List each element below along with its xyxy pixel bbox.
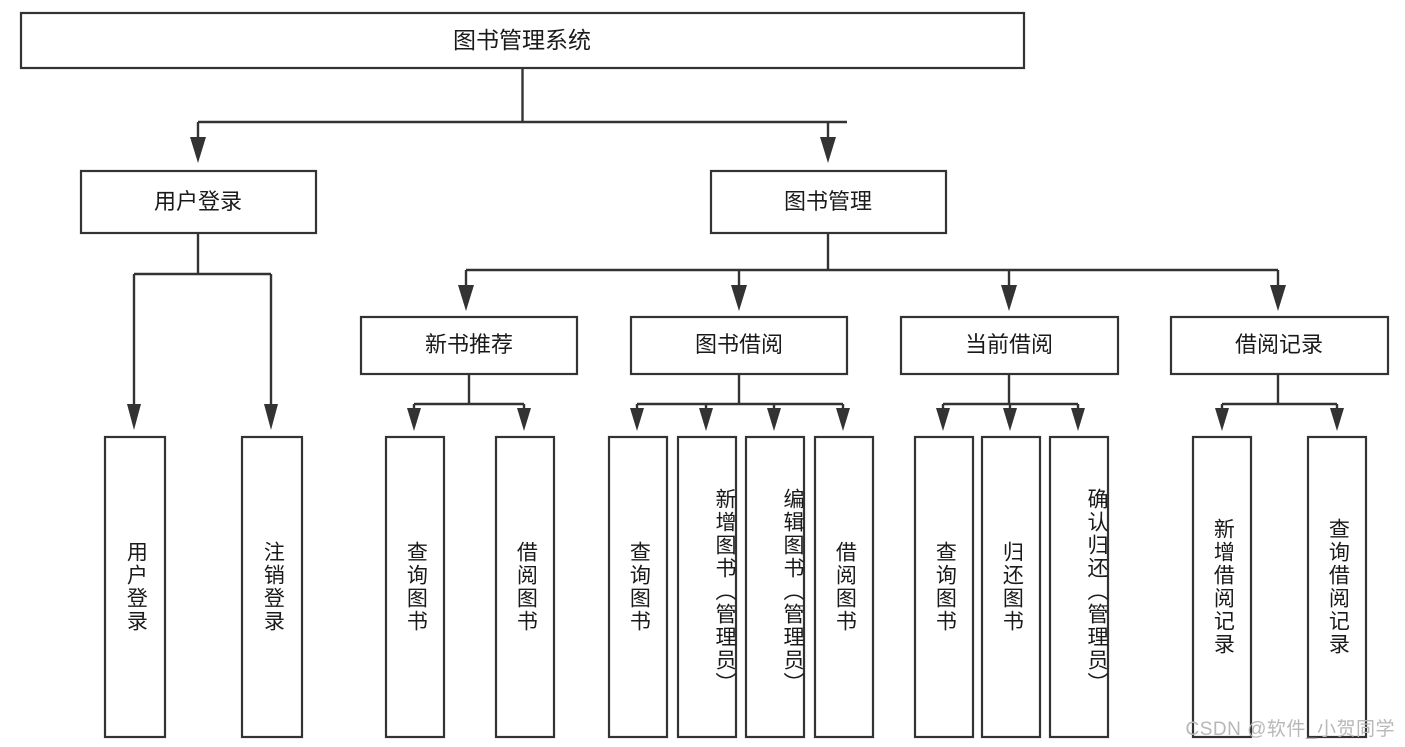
arrowhead-leaf-edit-book [767,408,781,431]
node-book-management-label: 图书管理 [784,189,872,214]
node-leaf-confirm-return-box[interactable] [1048,435,1110,739]
node-book-borrow-box[interactable] [629,315,849,376]
node-leaf-return-book-box[interactable] [980,435,1042,739]
node-root-system[interactable]: 图书管理系统 [19,11,1026,70]
arrowhead-leaf-add-record [1215,408,1229,431]
node-leaf-query-record-box[interactable] [1306,435,1368,739]
node-book-borrow-label: 图书借阅 [695,332,783,357]
node-leaf-borrow-book-1-box[interactable] [494,435,556,739]
node-root-system-box[interactable] [19,11,1026,70]
arrowhead-leaf-query-record [1330,408,1344,431]
connector-group-book-borrow [630,374,850,431]
arrowhead-leaf-user-login [127,404,141,430]
node-new-book-recommend[interactable]: 新书推荐 [359,315,579,376]
node-current-borrow-box[interactable] [899,315,1120,376]
node-current-borrow[interactable]: 当前借阅 [899,315,1120,376]
node-borrow-record-label: 借阅记录 [1235,332,1323,357]
node-new-book-recommend-label: 新书推荐 [425,332,513,357]
arrowhead-book-borrow [731,285,747,311]
arrowhead-leaf-confirm-return [1071,408,1085,431]
csdn-watermark: CSDN @软件_小贺同学 [1185,719,1395,740]
node-leaf-query-book-3-box[interactable] [913,435,975,739]
node-leaf-borrow-book-2-box[interactable] [813,435,875,739]
node-leaf-query-book-2-box[interactable] [607,435,669,739]
node-user-login-box[interactable] [79,169,318,235]
leaf-box-group [103,435,1368,739]
arrowhead-leaf-query-book-2 [630,408,644,431]
node-leaf-query-book-1-box[interactable] [384,435,446,739]
arrowhead-leaf-logout-login [264,404,278,430]
arrowhead-book-management [820,137,836,163]
connector-group-current-borrow [936,374,1085,431]
connector-group-user-login [127,233,278,430]
node-new-book-recommend-box[interactable] [359,315,579,376]
arrowhead-leaf-return-book [1003,408,1017,431]
arrowhead-leaf-borrow-book-1 [517,408,531,431]
arrowhead-user-login [190,137,206,163]
node-current-borrow-label: 当前借阅 [965,332,1053,357]
connector-group-new-book-recommend [407,374,531,431]
node-book-management-box[interactable] [709,169,948,235]
arrowhead-leaf-borrow-book-2 [836,408,850,431]
node-book-management[interactable]: 图书管理 [709,169,948,235]
node-borrow-record[interactable]: 借阅记录 [1169,315,1390,376]
node-user-login[interactable]: 用户登录 [79,169,318,235]
node-user-login-label: 用户登录 [154,189,242,214]
node-book-borrow[interactable]: 图书借阅 [629,315,849,376]
arrowhead-borrow-record [1270,285,1286,311]
arrowhead-leaf-query-book-3 [936,408,950,431]
connector-group-root [190,68,847,163]
connector-group-borrow-record [1215,374,1344,431]
node-leaf-add-record-box[interactable] [1191,435,1253,739]
arrowhead-new-book-recommend [458,285,474,311]
node-leaf-logout-login-box[interactable] [240,435,304,739]
node-leaf-edit-book-box[interactable] [744,435,806,739]
connector-group-book-management [458,233,1286,311]
node-leaf-user-login-box[interactable] [103,435,167,739]
arrowhead-leaf-query-book-1 [407,408,421,431]
node-borrow-record-box[interactable] [1169,315,1390,376]
arrowhead-current-borrow [1001,285,1017,311]
node-root-system-label: 图书管理系统 [453,27,591,53]
arrowhead-leaf-add-book [699,408,713,431]
node-leaf-add-book-box[interactable] [676,435,738,739]
